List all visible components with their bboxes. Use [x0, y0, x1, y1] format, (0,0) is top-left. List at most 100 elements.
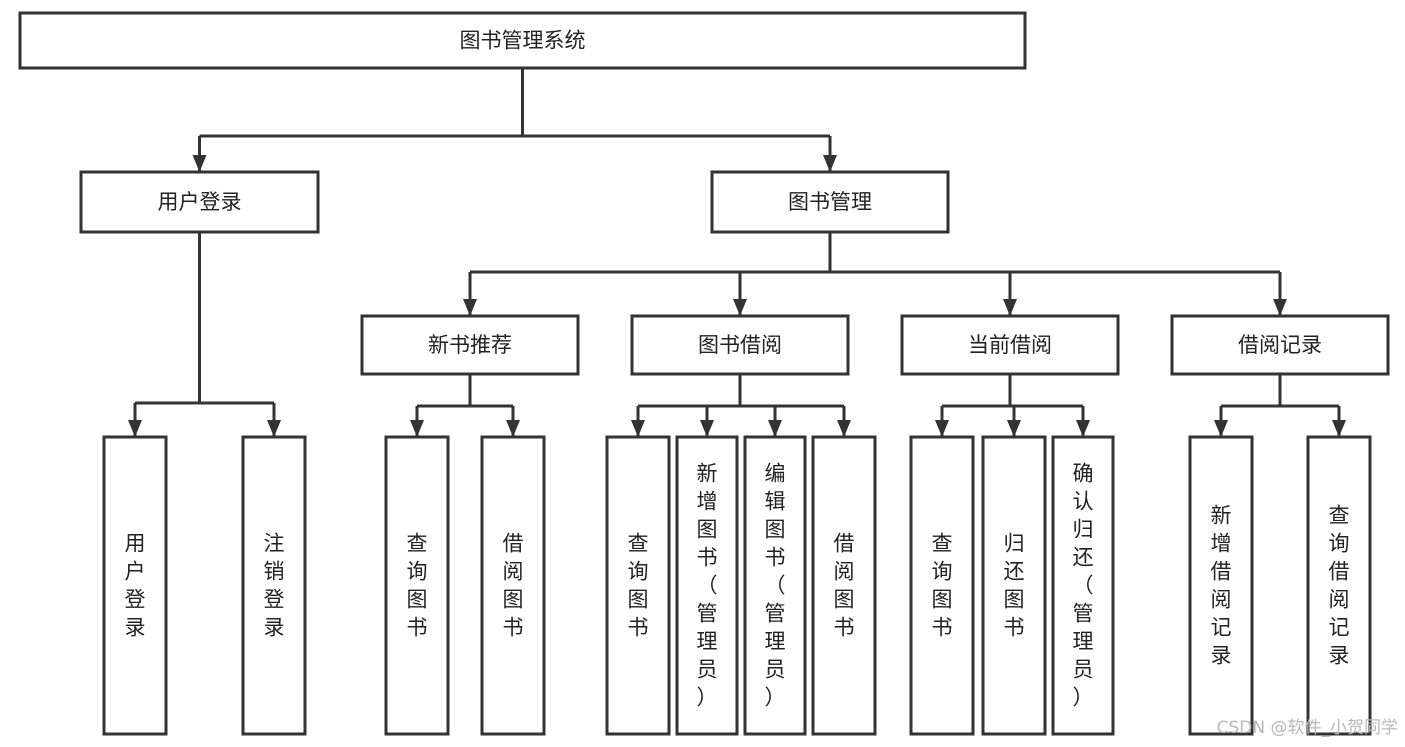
node-leaf-query-record-label-char: 录 [1329, 644, 1350, 668]
node-user-login-box[interactable] [79, 170, 320, 234]
edge-arrowhead [733, 299, 747, 316]
node-leaf-edit-book-label-char: （ [765, 574, 786, 598]
node-leaf-edit-book-box[interactable] [743, 435, 807, 736]
node-layer: 图书管理系统用户登录图书管理新书推荐图书借阅当前借阅借阅记录用户登录注销登录查询… [18, 11, 1390, 736]
node-leaf-query-book-3-label-char: 询 [932, 560, 953, 584]
node-leaf-return-book-label-char: 书 [1004, 616, 1025, 640]
node-borrow-record[interactable]: 借阅记录 [1170, 314, 1390, 376]
node-leaf-query-book-3-box[interactable] [909, 435, 975, 736]
node-current-borrow[interactable]: 当前借阅 [900, 314, 1120, 376]
node-leaf-query-record-box[interactable] [1306, 435, 1372, 736]
node-leaf-edit-book-label-char: 管 [765, 602, 786, 626]
node-book-borrow[interactable]: 图书借阅 [630, 314, 850, 376]
node-leaf-query-book-1-label-char: 询 [407, 560, 428, 584]
node-leaf-confirm-return-box[interactable] [1051, 435, 1115, 736]
node-leaf-user-login[interactable]: 用户登录 [102, 435, 168, 736]
node-user-login-label: 用户登录 [158, 190, 242, 214]
node-root-box[interactable] [18, 11, 1027, 70]
node-leaf-add-record-label-char: 新 [1211, 504, 1232, 528]
node-book-borrow-label: 图书借阅 [698, 333, 782, 357]
node-leaf-add-book-label-char: 管 [697, 602, 718, 626]
node-leaf-borrow-book-1-box[interactable] [480, 435, 546, 736]
node-leaf-query-book-3-label-char: 查 [932, 532, 953, 556]
node-borrow-record-box[interactable] [1170, 314, 1390, 376]
edge-arrowhead [410, 420, 424, 437]
edge-arrowhead [1332, 420, 1346, 437]
node-leaf-add-record-label-char: 录 [1211, 644, 1232, 668]
node-leaf-borrow-book-1-label-char: 书 [503, 616, 524, 640]
node-new-book-rec-label: 新书推荐 [428, 333, 512, 357]
edge-arrowhead [192, 155, 207, 172]
edge-arrowhead [1007, 420, 1021, 437]
node-leaf-add-record-box[interactable] [1188, 435, 1254, 736]
node-leaf-return-book-label-char: 还 [1004, 560, 1025, 584]
node-leaf-query-book-1-box[interactable] [384, 435, 450, 736]
node-leaf-user-login-label-char: 户 [125, 560, 146, 584]
node-leaf-edit-book-label-char: ） [765, 686, 786, 710]
node-leaf-borrow-book-2-label-char: 书 [834, 616, 855, 640]
node-leaf-borrow-book-2-label-char: 图 [834, 588, 855, 612]
node-leaf-edit-book-label-char: 员 [765, 658, 786, 682]
node-leaf-add-book-box[interactable] [675, 435, 739, 736]
node-leaf-edit-book-label-char: 编 [765, 462, 786, 486]
node-leaf-user-login-label-char: 录 [125, 616, 146, 640]
node-leaf-query-book-1-label-char: 查 [407, 532, 428, 556]
node-leaf-add-book-label-char: ） [697, 686, 718, 710]
node-leaf-query-book-2-box[interactable] [605, 435, 671, 736]
node-leaf-borrow-book-2-box[interactable] [811, 435, 877, 736]
node-new-book-rec-box[interactable] [360, 314, 580, 376]
edge-arrowhead [128, 420, 142, 437]
edge-arrowhead [768, 420, 782, 437]
node-user-login[interactable]: 用户登录 [79, 170, 320, 234]
node-leaf-query-book-2-label-char: 询 [628, 560, 649, 584]
node-current-borrow-box[interactable] [900, 314, 1120, 376]
node-leaf-confirm-return-label-char: 理 [1073, 630, 1094, 654]
node-leaf-confirm-return-label-char: 还 [1073, 546, 1094, 570]
edge-arrowhead [1003, 299, 1017, 316]
node-leaf-add-book-label-char: 员 [697, 658, 718, 682]
node-root-label: 图书管理系统 [460, 29, 586, 53]
node-leaf-query-record-label-char: 阅 [1329, 588, 1350, 612]
node-book-manage[interactable]: 图书管理 [710, 170, 950, 234]
node-leaf-return-book-label-char: 归 [1004, 532, 1025, 556]
node-book-borrow-box[interactable] [630, 314, 850, 376]
node-leaf-query-book-2-label-char: 书 [628, 616, 649, 640]
node-leaf-logout-box[interactable] [241, 435, 307, 736]
node-root[interactable]: 图书管理系统 [18, 11, 1027, 70]
node-new-book-rec[interactable]: 新书推荐 [360, 314, 580, 376]
node-leaf-add-book-label-char: 书 [697, 546, 718, 570]
node-leaf-logout-label-char: 登 [264, 588, 285, 612]
node-leaf-add-record-label-char: 记 [1211, 616, 1232, 640]
node-leaf-query-book-3-label-char: 书 [932, 616, 953, 640]
node-leaf-query-record-label-char: 借 [1329, 560, 1350, 584]
node-leaf-edit-book-label-char: 辑 [765, 490, 786, 514]
node-leaf-query-book-3-label-char: 图 [932, 588, 953, 612]
node-leaf-add-book-label-char: 理 [697, 630, 718, 654]
edge-arrowhead [631, 420, 645, 437]
node-book-manage-box[interactable] [710, 170, 950, 234]
node-leaf-user-login-box[interactable] [102, 435, 168, 736]
edge-arrowhead [1076, 420, 1090, 437]
node-leaf-confirm-return-label-char: 确 [1073, 462, 1094, 486]
node-leaf-query-book-1-label-char: 图 [407, 588, 428, 612]
node-leaf-confirm-return-label-char: 归 [1073, 518, 1094, 542]
node-leaf-return-book-box[interactable] [981, 435, 1047, 736]
node-leaf-query-book-2-label-char: 图 [628, 588, 649, 612]
node-leaf-confirm-return-label-char: （ [1073, 574, 1094, 598]
node-leaf-add-record-label-char: 增 [1211, 532, 1232, 556]
node-leaf-query-record-label-char: 查 [1329, 504, 1350, 528]
node-leaf-edit-book-label-char: 图 [765, 518, 786, 542]
